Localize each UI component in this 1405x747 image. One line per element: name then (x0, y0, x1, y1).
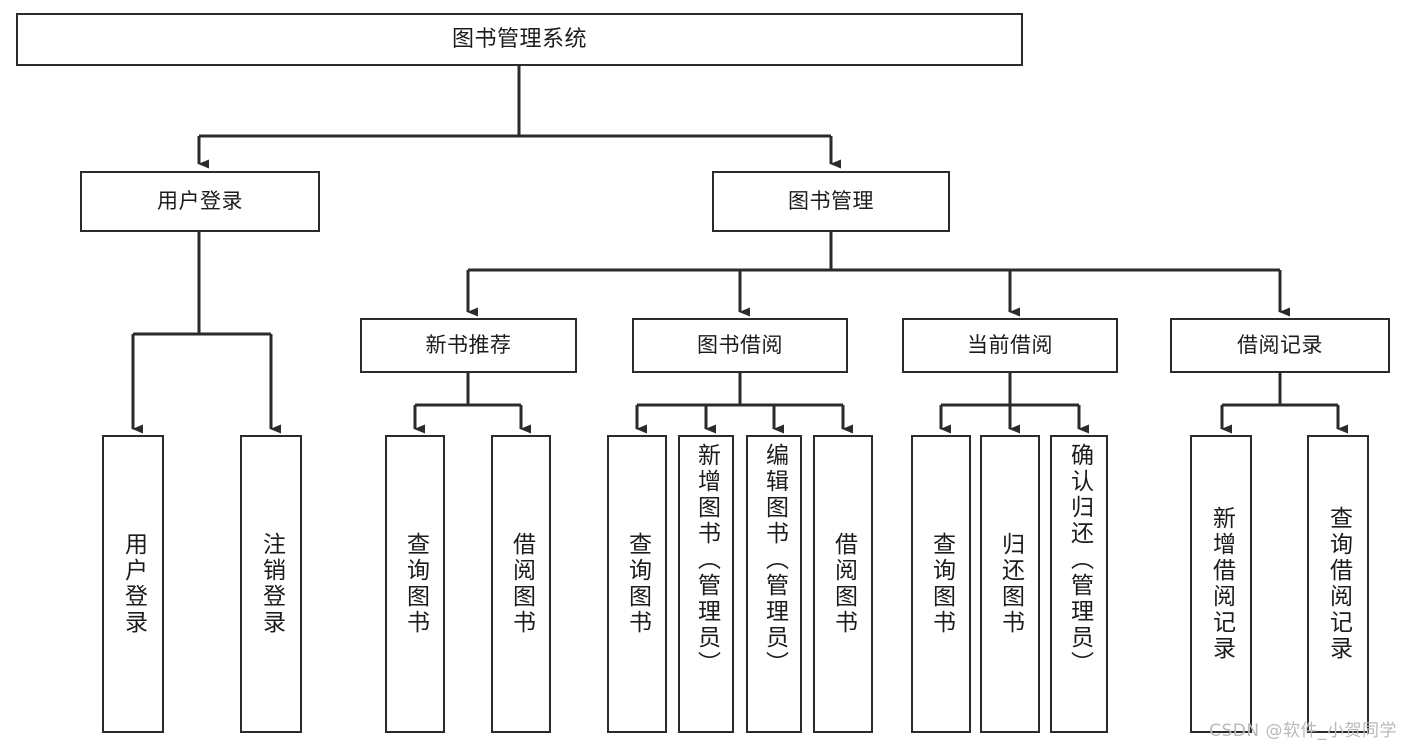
node-leaf-query-book-2[interactable]: 查询图书 (607, 435, 667, 733)
node-leaf-edit-book-admin[interactable]: 编辑图书（管理员） (746, 435, 802, 733)
node-current-borrow-label: 当前借阅 (967, 333, 1053, 358)
node-book-management-label: 图书管理 (788, 189, 874, 214)
node-leaf-logout[interactable]: 注销登录 (240, 435, 302, 733)
node-leaf-query-book-3-label: 查询图书 (928, 532, 955, 636)
node-leaf-add-borrow-record-label: 新增借阅记录 (1208, 506, 1235, 662)
node-book-borrow[interactable]: 图书借阅 (632, 318, 848, 373)
node-root[interactable]: 图书管理系统 (16, 13, 1023, 66)
node-leaf-return-book-label: 归还图书 (997, 532, 1024, 636)
node-leaf-add-book-admin[interactable]: 新增图书（管理员） (678, 435, 734, 733)
node-leaf-edit-book-admin-label: 编辑图书（管理员） (761, 443, 788, 677)
node-leaf-add-book-admin-label: 新增图书（管理员） (693, 443, 720, 677)
node-root-label: 图书管理系统 (451, 26, 587, 52)
node-book-management[interactable]: 图书管理 (712, 171, 950, 232)
node-leaf-confirm-return-admin[interactable]: 确认归还（管理员） (1050, 435, 1108, 733)
watermark-text: CSDN @软件_小贺同学 (1209, 721, 1397, 741)
node-book-borrow-label: 图书借阅 (697, 333, 783, 358)
node-leaf-query-book-1[interactable]: 查询图书 (385, 435, 445, 733)
node-new-book-recommend[interactable]: 新书推荐 (360, 318, 577, 373)
node-borrow-record-label: 借阅记录 (1237, 333, 1323, 358)
node-leaf-logout-label: 注销登录 (258, 532, 285, 636)
node-leaf-user-login-label: 用户登录 (120, 532, 147, 636)
node-user-login-label: 用户登录 (157, 189, 243, 214)
node-leaf-query-book-1-label: 查询图书 (402, 532, 429, 636)
node-leaf-borrow-book-1[interactable]: 借阅图书 (491, 435, 551, 733)
node-leaf-borrow-book-2[interactable]: 借阅图书 (813, 435, 873, 733)
node-current-borrow[interactable]: 当前借阅 (902, 318, 1118, 373)
node-leaf-query-borrow-record-label: 查询借阅记录 (1325, 506, 1352, 662)
node-leaf-query-book-2-label: 查询图书 (624, 532, 651, 636)
node-leaf-query-borrow-record[interactable]: 查询借阅记录 (1307, 435, 1369, 733)
node-new-book-recommend-label: 新书推荐 (425, 333, 512, 358)
node-leaf-confirm-return-admin-label: 确认归还（管理员） (1066, 443, 1093, 677)
node-leaf-borrow-book-1-label: 借阅图书 (508, 532, 535, 636)
node-leaf-return-book[interactable]: 归还图书 (980, 435, 1040, 733)
node-borrow-record[interactable]: 借阅记录 (1170, 318, 1390, 373)
node-leaf-query-book-3[interactable]: 查询图书 (911, 435, 971, 733)
node-leaf-borrow-book-2-label: 借阅图书 (830, 532, 857, 636)
node-leaf-add-borrow-record[interactable]: 新增借阅记录 (1190, 435, 1252, 733)
node-leaf-user-login[interactable]: 用户登录 (102, 435, 164, 733)
node-user-login[interactable]: 用户登录 (80, 171, 320, 232)
